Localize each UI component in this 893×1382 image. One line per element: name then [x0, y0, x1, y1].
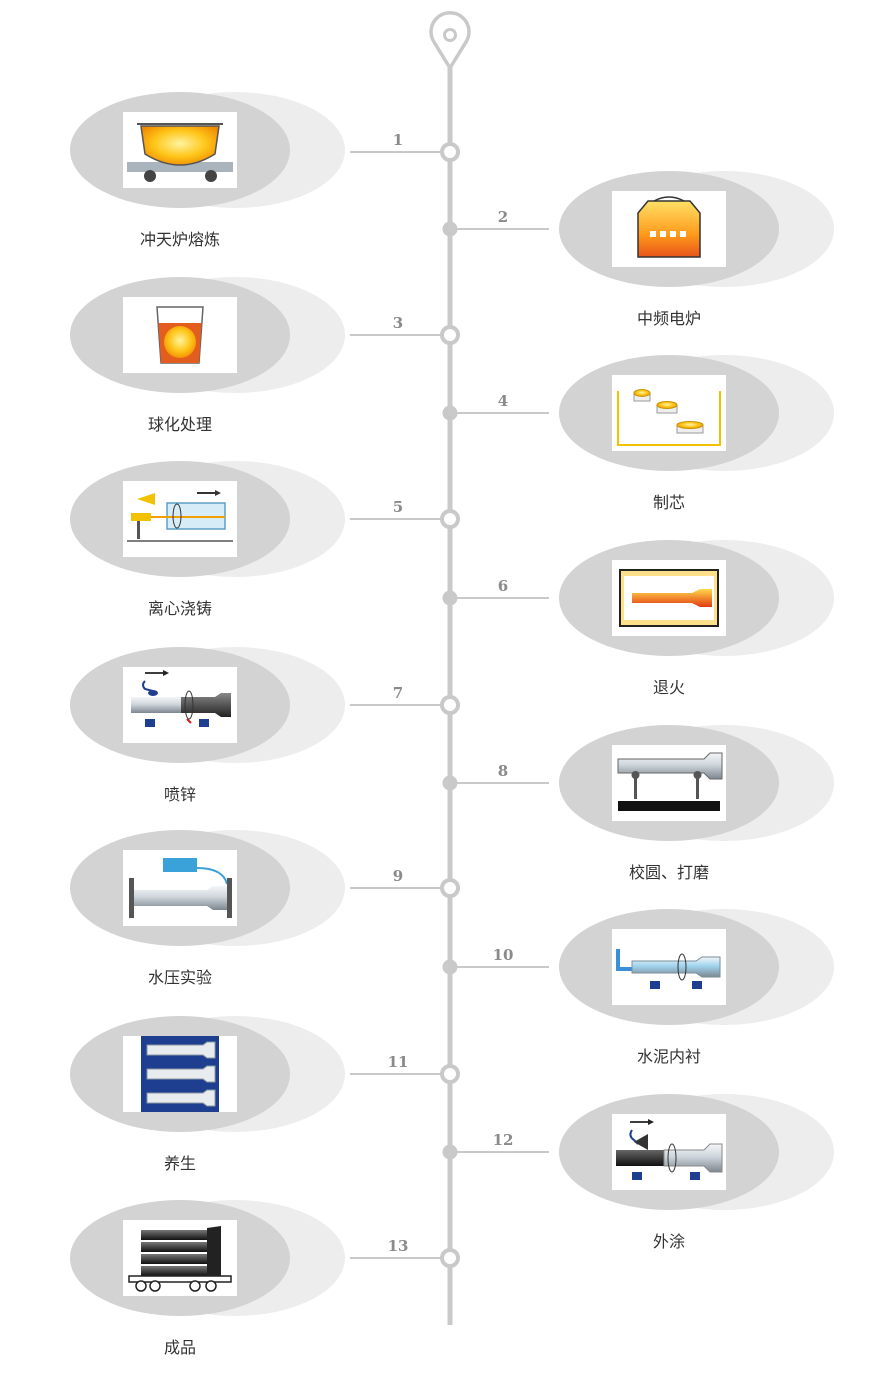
cupola-ladle-icon [127, 123, 233, 182]
timeline-node-dot [442, 405, 458, 421]
outer-coating-icon [616, 1119, 723, 1180]
step-label: 水泥内衬 [636, 1047, 701, 1066]
timeline-node-ring [440, 509, 460, 529]
rounding-grinding-icon [617, 752, 723, 811]
timeline-node-dot [442, 1144, 458, 1160]
step-number: 12 [492, 1131, 514, 1149]
timeline-node-dot [442, 959, 458, 975]
finished-pipes-icon [128, 1226, 232, 1292]
step-number: 1 [392, 131, 404, 149]
induction-furnace-icon [637, 196, 701, 258]
timeline-node-ring [440, 325, 460, 345]
core-making-icon [617, 389, 721, 446]
step-number: 5 [392, 498, 404, 516]
step-label: 制芯 [652, 493, 685, 512]
timeline-node-dot [442, 221, 458, 237]
step-thumbnail [612, 745, 726, 821]
timeline-node-dot [442, 775, 458, 791]
location-pin-icon [429, 11, 471, 70]
step-number: 10 [492, 946, 514, 964]
step-thumbnail [123, 667, 237, 743]
step-thumbnail [612, 191, 726, 267]
step-number: 8 [497, 762, 509, 780]
step-number: 6 [497, 577, 509, 595]
step-thumbnail [123, 112, 237, 188]
annealing-furnace-icon [619, 569, 719, 627]
step-number: 3 [392, 314, 404, 332]
step-label: 中频电炉 [636, 309, 701, 328]
timeline-node-dot [442, 590, 458, 606]
step-number: 13 [387, 1237, 409, 1255]
nodularizing-cup-icon [156, 306, 204, 364]
step-number: 11 [387, 1053, 409, 1071]
step-label: 冲天炉熔炼 [139, 230, 220, 249]
step-thumbnail [123, 1036, 237, 1112]
step-label: 外涂 [652, 1232, 685, 1251]
step-thumbnail [612, 1114, 726, 1190]
step-label: 退火 [652, 678, 685, 697]
step-thumbnail [123, 297, 237, 373]
timeline-node-ring [440, 1248, 460, 1268]
step-label: 校圆、打磨 [628, 863, 709, 882]
step-label: 球化处理 [147, 415, 212, 434]
step-thumbnail [612, 929, 726, 1005]
step-label: 水压实验 [147, 968, 212, 987]
zinc-spray-icon [131, 670, 231, 727]
curing-rack-icon [141, 1036, 219, 1112]
cement-lining-icon [616, 949, 721, 989]
timeline-node-ring [440, 1064, 460, 1084]
step-label: 养生 [163, 1154, 196, 1173]
step-label: 喷锌 [163, 785, 196, 804]
timeline-node-ring [440, 142, 460, 162]
timeline-node-ring [440, 878, 460, 898]
step-number: 7 [392, 684, 404, 702]
hydrostatic-test-icon [129, 858, 232, 918]
step-label: 成品 [163, 1338, 196, 1357]
step-thumbnail [612, 560, 726, 636]
step-number: 9 [392, 867, 404, 885]
step-label: 离心浇铸 [147, 599, 212, 618]
step-thumbnail [123, 850, 237, 926]
centrifugal-casting-icon [127, 490, 233, 542]
step-thumbnail [123, 1220, 237, 1296]
step-thumbnail [123, 481, 237, 557]
step-thumbnail [612, 375, 726, 451]
step-number: 2 [497, 208, 509, 226]
step-number: 4 [497, 392, 509, 410]
timeline-node-ring [440, 695, 460, 715]
